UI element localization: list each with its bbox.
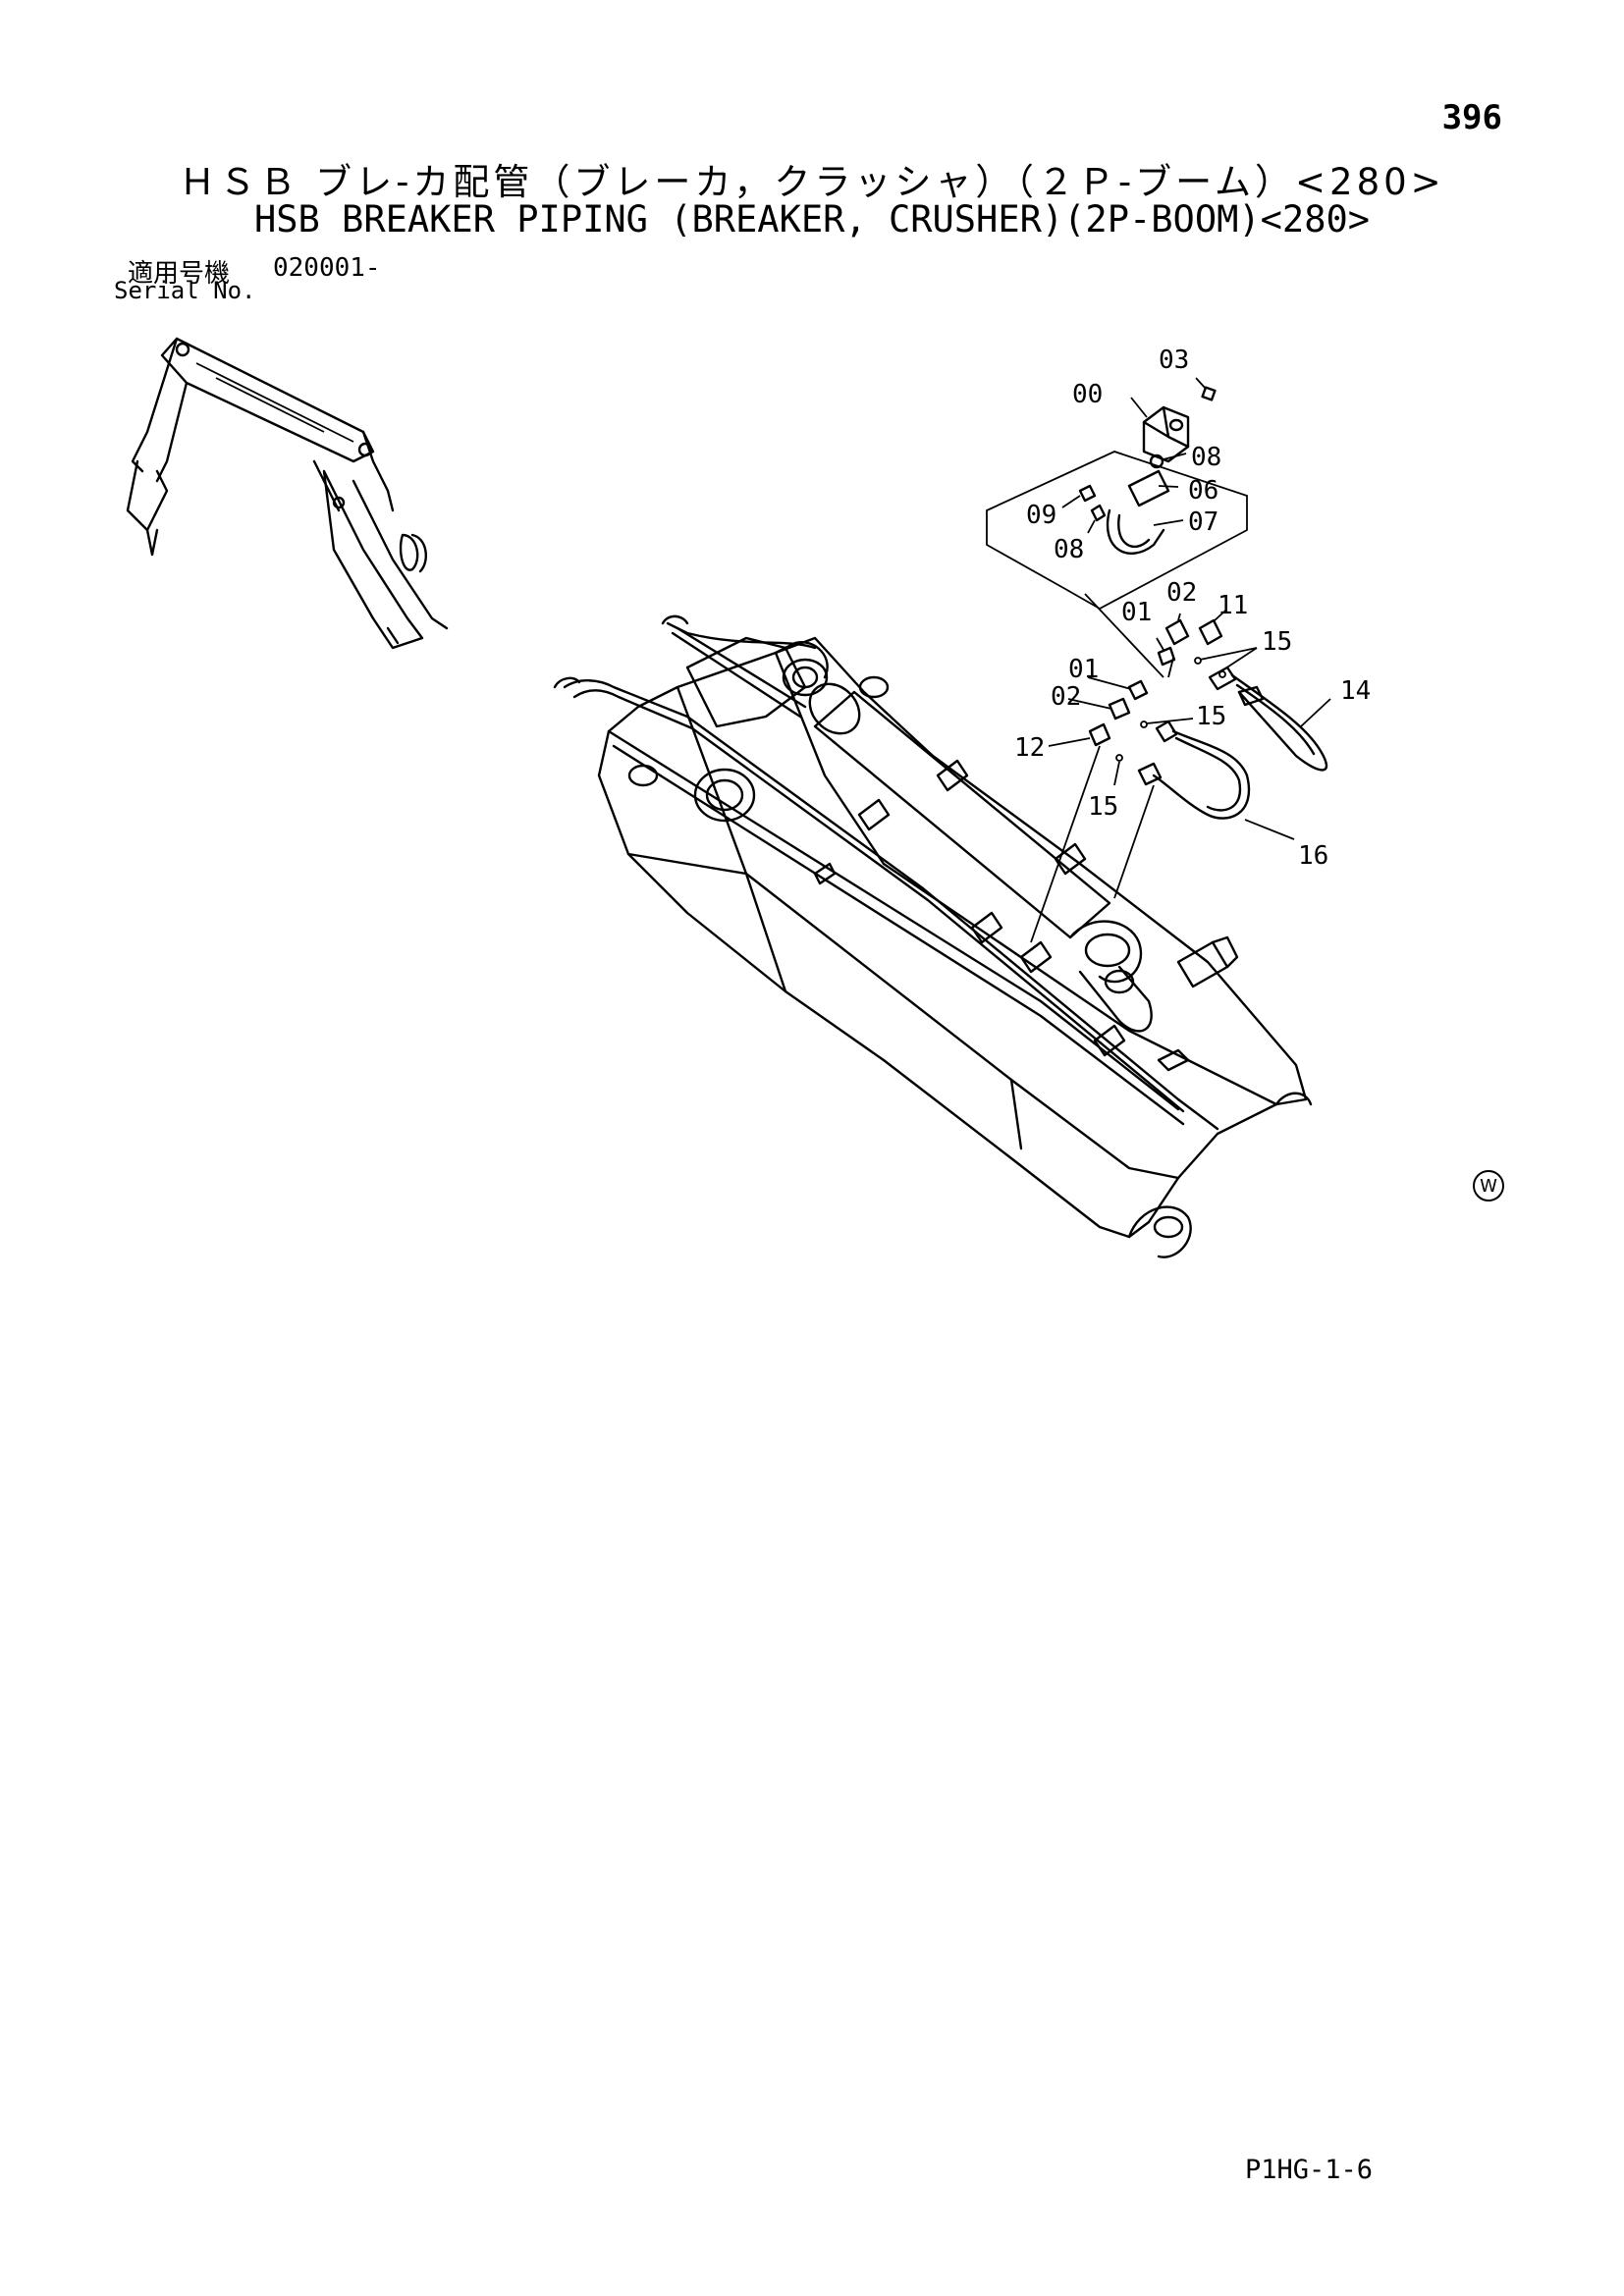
callout-00: 00	[1072, 380, 1103, 409]
callout-12: 12	[1014, 733, 1045, 763]
overview-attachment-drawing	[126, 337, 449, 650]
title-japanese: ＨＳＢ ブレ-カ配管（ブレーカ，クラッシャ）（２Ｐ-ブーム）<280>	[179, 161, 1445, 203]
serial-number-value: 020001-	[273, 253, 381, 283]
callout-02: 02	[1166, 578, 1197, 608]
callout-08: 08	[1191, 443, 1221, 472]
callout-14: 14	[1340, 676, 1371, 706]
callout-03: 03	[1159, 346, 1189, 375]
watermark-symbol: W	[1473, 1170, 1504, 1201]
callout-02: 02	[1051, 682, 1081, 712]
detail-leader-line	[1084, 593, 1164, 678]
callout-16: 16	[1298, 841, 1328, 871]
callout-15: 15	[1088, 792, 1118, 822]
clamp-assembly-detail	[986, 377, 1248, 611]
serial-label-japanese: 適用号機	[128, 259, 231, 289]
callout-07: 07	[1188, 507, 1218, 537]
callout-08: 08	[1054, 535, 1084, 564]
callout-15: 15	[1196, 702, 1226, 731]
boom-drawing	[553, 614, 1313, 1258]
callout-01: 01	[1068, 655, 1099, 684]
callout-15: 15	[1262, 627, 1292, 657]
hose-and-fittings-detail	[1030, 610, 1331, 943]
callout-01: 01	[1121, 598, 1152, 627]
callout-09: 09	[1026, 501, 1056, 530]
title-english: HSB BREAKER PIPING (BREAKER, CRUSHER)(2P…	[253, 198, 1371, 240]
callout-labels: 03 00 08 06 07 09 08 02 01 11 15 01 02 1…	[1014, 346, 1371, 871]
document-code: P1HG-1-6	[1245, 2155, 1374, 2185]
callout-06: 06	[1188, 476, 1218, 506]
callout-11: 11	[1218, 591, 1248, 620]
page-number: 396	[1441, 98, 1502, 137]
serial-label-english: Serial No.	[114, 277, 256, 304]
